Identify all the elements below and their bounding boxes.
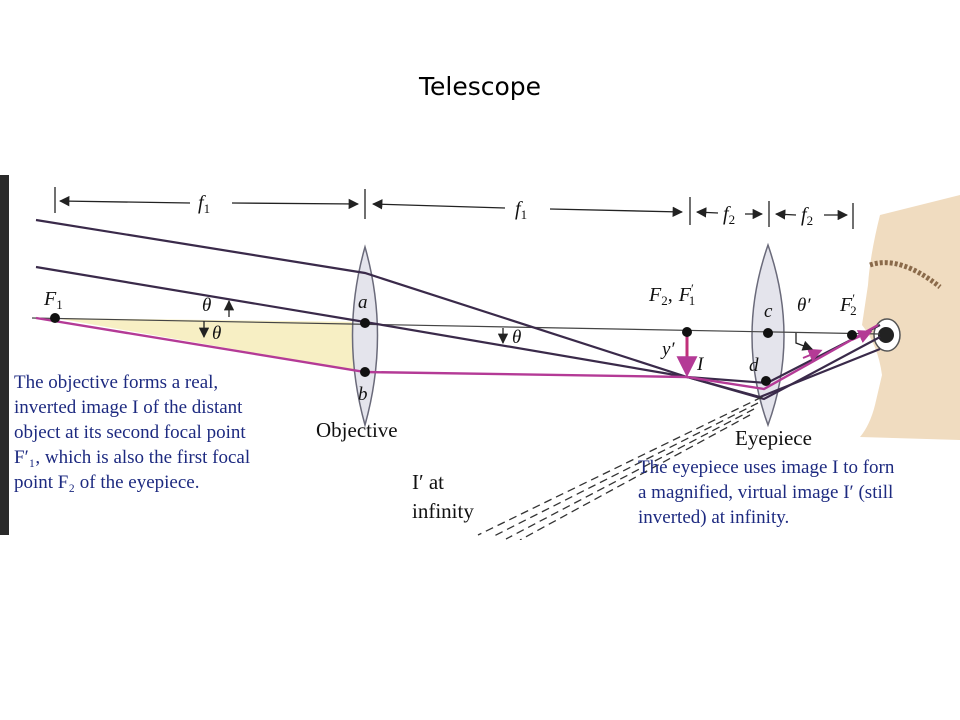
theta-mid: θ (512, 327, 521, 348)
telescope-diagram: f1 f1 f2 f2 (0, 175, 960, 540)
dim-f2-right-sub: 2 (807, 213, 814, 228)
label-f1: F (43, 288, 57, 310)
dimension-labels: f1 f1 f2 f2 (198, 192, 813, 228)
label-a: a (358, 292, 368, 313)
dim-f1-left-sub: 1 (204, 201, 211, 216)
objective-caption-line: point F₂ of the eyepiece. (14, 472, 199, 493)
label-b: b (358, 384, 368, 405)
label-f1prime: F (678, 284, 692, 306)
dim-f2-left: f (723, 203, 731, 225)
label-f1prime-sub: 1 (689, 293, 696, 308)
eyebrow (869, 260, 942, 289)
label-f2: F (648, 284, 662, 306)
virtual-rays (477, 396, 763, 540)
point-labels: F1 F2,F′1 F′2 a b c d y′ I (43, 281, 857, 405)
dim-f2-left-sub: 2 (729, 212, 736, 227)
telescope-svg: f1 f1 f2 f2 (0, 175, 960, 540)
point-f2prime (847, 330, 857, 340)
svg-text:f2: f2 (723, 203, 735, 227)
page-edge (0, 175, 9, 535)
theta-prime: θ′ (797, 295, 811, 316)
objective-caption-line: object at its second focal point (14, 422, 246, 443)
svg-text:f1: f1 (515, 198, 527, 222)
label-image-i: I (696, 354, 705, 375)
eyepiece-caption: The eyepiece uses image I to forn a magn… (638, 457, 895, 528)
theta-down: θ (212, 323, 221, 344)
angle-arrows (198, 299, 813, 351)
label-f1-sub: 1 (56, 297, 63, 312)
point-b (360, 367, 370, 377)
eyepiece-caption-line: inverted) at infinity. (638, 507, 789, 528)
dim-f1-left: f (198, 192, 206, 214)
point-f1 (50, 313, 60, 323)
infinity-label-line2: infinity (412, 499, 474, 523)
point-f2-f1prime (682, 327, 692, 337)
label-f2prime-mark: ′ (852, 291, 855, 306)
objective-lens (351, 244, 379, 428)
objective-caption-line: The objective forms a real, (14, 372, 218, 393)
dim-f2-right: f (801, 204, 809, 226)
theta-up: θ (202, 295, 211, 316)
point-a (360, 318, 370, 328)
eye-face (860, 195, 960, 440)
infinity-label-line1: I′ at (412, 470, 444, 494)
svg-text:f1: f1 (198, 192, 210, 216)
exit-ray-arrow (802, 348, 823, 362)
point-d (761, 376, 771, 386)
label-y-prime: y′ (660, 339, 675, 360)
pupil-icon (878, 327, 894, 343)
objective-caption-line: F′₁, which is also the first focal (14, 447, 250, 468)
svg-text:F1: F1 (43, 288, 63, 312)
dim-f1-right-sub: 1 (521, 207, 528, 222)
objective-caption-line: inverted image I of the distant (14, 397, 243, 418)
label-f2prime: F (839, 294, 853, 316)
label-f2prime-sub: 2 (850, 303, 857, 318)
eyepiece-label: Eyepiece (735, 426, 812, 450)
label-c: c (764, 301, 773, 322)
label-d: d (749, 355, 759, 376)
dimension-lines (54, 187, 854, 229)
optical-axis (31, 317, 881, 335)
label-f2-sub: 2 (661, 293, 668, 308)
dim-f1-right: f (515, 198, 523, 220)
label-f1prime-mark: ′ (691, 281, 694, 296)
slide-title: Telescope (418, 72, 542, 101)
svg-text:F2,F′1: F2,F′1 (648, 281, 695, 308)
eyepiece-caption-line: The eyepiece uses image I to forn (638, 457, 895, 478)
svg-text:f2: f2 (801, 204, 813, 228)
objective-label: Objective (316, 418, 398, 442)
point-c (763, 328, 773, 338)
angle-labels: θ θ θ θ′ (202, 295, 811, 348)
label-f2-comma: , (668, 284, 673, 306)
points (50, 313, 857, 386)
eyepiece-caption-line: a magnified, virtual image I′ (still (638, 482, 893, 503)
objective-caption: The objective forms a real, inverted ima… (14, 372, 250, 493)
svg-text:F′2: F′2 (839, 291, 857, 318)
